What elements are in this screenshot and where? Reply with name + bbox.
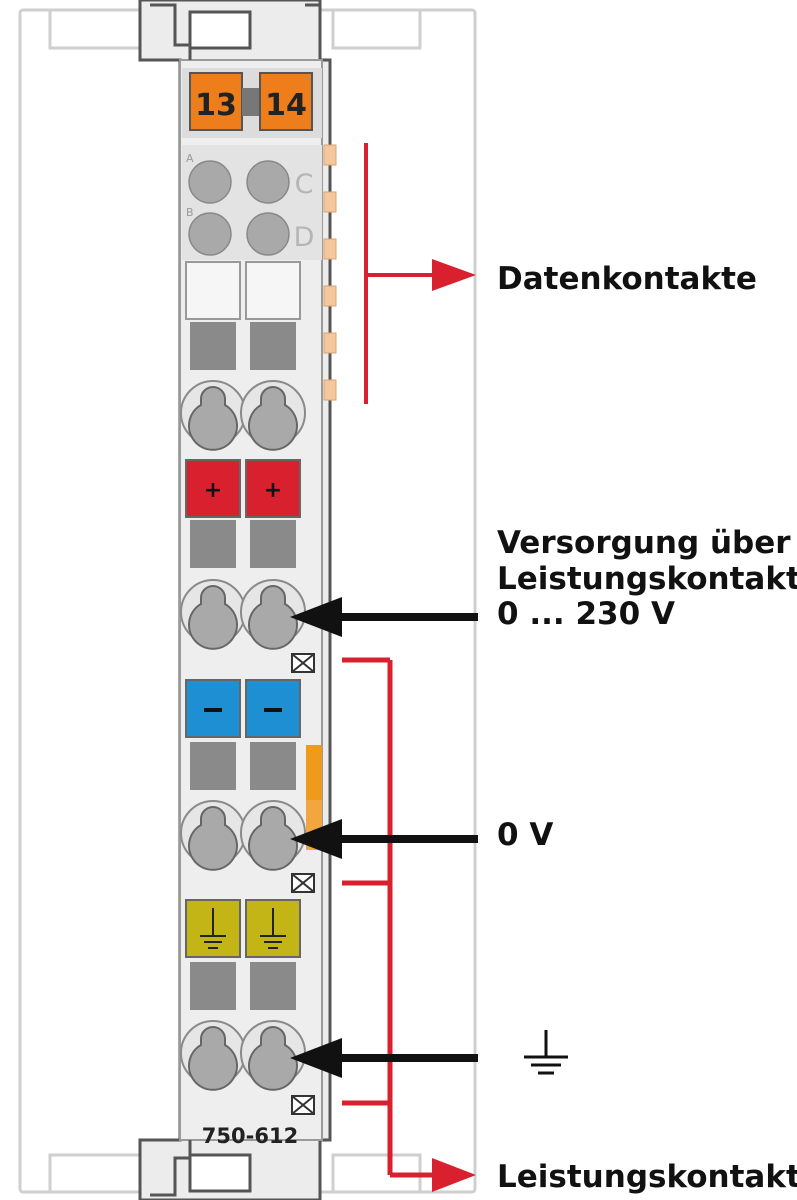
zero-volt-label: 0 V <box>497 817 554 853</box>
ground-icon <box>200 908 226 949</box>
terminal-rows <box>180 322 306 1091</box>
plus-icon: + <box>264 478 282 503</box>
number-14-label: 14 <box>265 88 307 123</box>
number-13-label: 13 <box>195 88 237 123</box>
power-contact-springs <box>291 653 315 1115</box>
part-number-label: 750-612 <box>202 1124 298 1148</box>
led-letter-a: A <box>186 152 194 165</box>
power-contacts-arrow-head <box>432 1158 476 1192</box>
number-tag-area: 13 14 <box>182 68 322 138</box>
led-letter-b: B <box>186 206 194 219</box>
plus-icon: + <box>204 478 222 503</box>
clamp-actuator <box>190 962 236 1010</box>
data-contacts-arrow-head <box>432 259 476 291</box>
clamp-spring <box>188 1026 238 1091</box>
ground-arrow <box>290 1038 478 1078</box>
ground-icon <box>260 908 286 949</box>
supply-label: Versorgung über Leistungskontakte 0 ... … <box>497 525 797 633</box>
clamp-actuator <box>190 742 236 790</box>
clamp-spring <box>188 806 238 871</box>
led-b <box>188 212 232 256</box>
led-letter-c: C <box>295 169 314 200</box>
led-c <box>246 160 290 204</box>
led-d <box>246 212 290 256</box>
clamp-actuator <box>250 520 296 568</box>
led-area: A B C D <box>182 145 322 260</box>
clamp-spring <box>248 386 298 451</box>
clamp-spring <box>188 585 238 650</box>
supply-label-line-3: 0 ... 230 V <box>497 596 675 633</box>
clamp-actuator <box>190 520 236 568</box>
minus-terminal-tags <box>185 679 301 738</box>
ground-icon <box>524 1030 568 1075</box>
led-a <box>188 160 232 204</box>
data-contacts-bracket <box>364 143 440 404</box>
plus-terminal-tags: + + <box>185 459 301 518</box>
clamp-spring <box>188 386 238 451</box>
supply-label-line-2: Leistungskontakte <box>497 560 797 597</box>
supply-label-line-1: Versorgung über <box>497 525 791 561</box>
supply-arrow <box>290 597 478 637</box>
power-contacts-bracket <box>342 657 440 1178</box>
clamp-spring <box>248 585 298 650</box>
clamp-spring <box>248 806 298 871</box>
clamp-spring <box>248 1026 298 1091</box>
marking-strips <box>185 261 301 320</box>
clamp-actuator <box>250 962 296 1010</box>
led-letter-d: D <box>294 222 315 253</box>
data-contacts-label: Datenkontakte <box>497 261 757 297</box>
minus-icon <box>264 708 282 712</box>
zero-volt-arrow <box>290 819 478 859</box>
clamp-actuator <box>250 742 296 790</box>
clamp-actuator <box>250 322 296 370</box>
ground-terminal-tags <box>185 899 301 958</box>
number-tag-14 <box>259 72 313 131</box>
minus-icon <box>204 708 222 712</box>
data-contact-pads <box>323 144 337 401</box>
clamp-actuator <box>190 322 236 370</box>
power-contacts-label: Leistungskontakte <box>497 1159 797 1195</box>
